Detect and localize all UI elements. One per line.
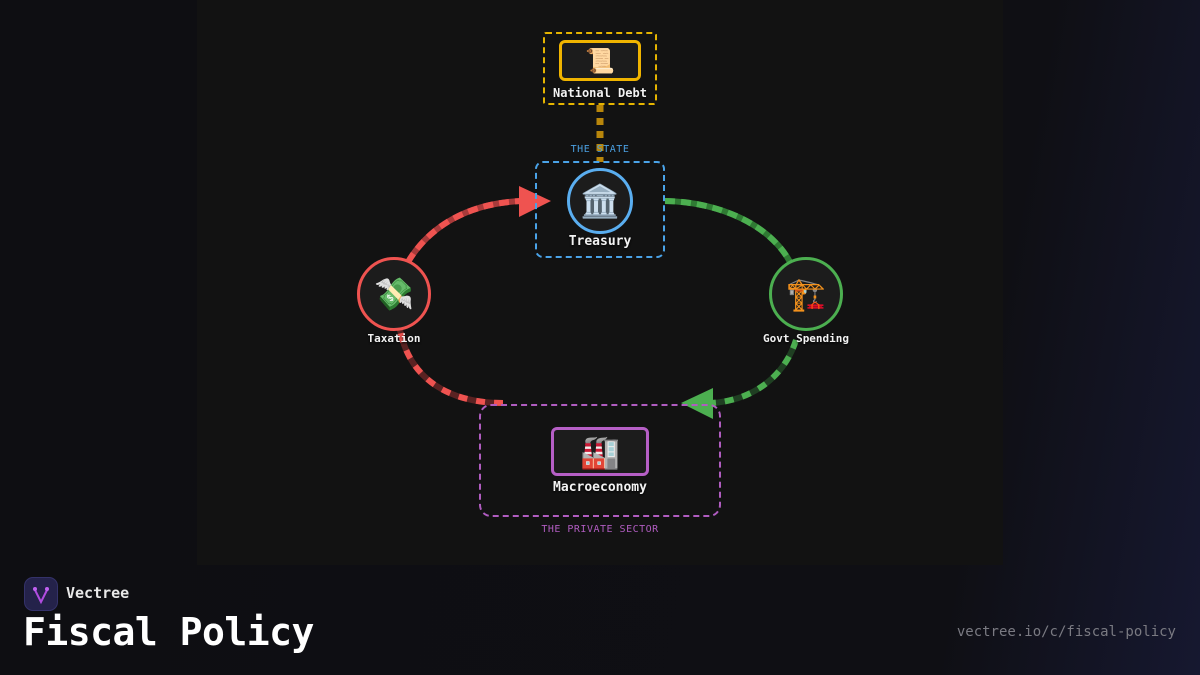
money-with-wings-icon: 💸: [374, 275, 414, 313]
macroeconomy-label: Macroeconomy: [553, 480, 647, 495]
construction-crane-icon: 🏗️: [786, 275, 826, 313]
taxation-flow-edge: [397, 186, 551, 406]
state-group: [535, 161, 665, 258]
national-debt-node[interactable]: 📜: [559, 40, 641, 81]
page-title: Fiscal Policy: [23, 610, 314, 654]
treasury-label: Treasury: [568, 234, 632, 249]
page-url[interactable]: vectree.io/c/fiscal-policy: [956, 624, 1176, 640]
macroeconomy-node[interactable]: 🏭: [551, 427, 649, 476]
spending-flow-edge: [664, 198, 799, 419]
bank-icon: 🏛️: [580, 182, 620, 220]
factory-icon: 🏭: [580, 432, 620, 471]
taxation-node[interactable]: 💸: [357, 257, 431, 331]
govt-spending-node[interactable]: 🏗️: [769, 257, 843, 331]
private-sector-group: [479, 404, 721, 517]
govt-spending-label: Govt Spending: [762, 332, 850, 345]
arrowhead-to-macroeconomy: [681, 388, 713, 419]
national-debt-label: National Debt: [553, 86, 647, 100]
brand-name: Vectree: [66, 584, 130, 602]
scroll-icon: 📜: [585, 46, 615, 75]
state-group-label: THE STATE: [570, 144, 630, 155]
treasury-node[interactable]: 🏛️: [567, 168, 633, 234]
national-debt-frame: [543, 32, 657, 105]
vectree-logo-icon: [24, 577, 58, 611]
private-sector-label: THE PRIVATE SECTOR: [541, 524, 659, 535]
taxation-label: Taxation: [367, 332, 421, 345]
